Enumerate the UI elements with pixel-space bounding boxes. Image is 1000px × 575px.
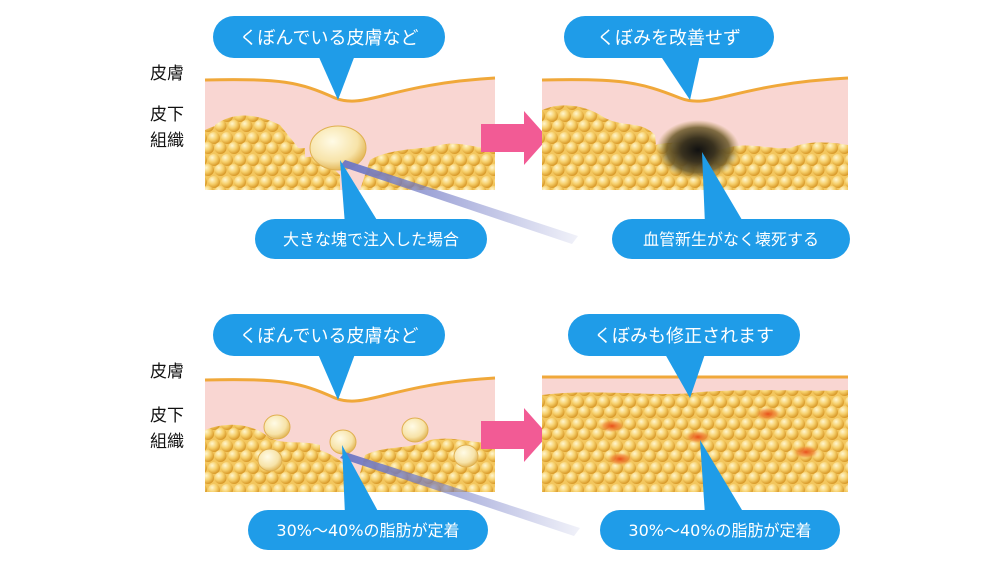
label-skin: 皮膚 xyxy=(150,64,184,84)
injection-needle xyxy=(340,452,580,536)
callout-text: 30%〜40%の脂肪が定着 xyxy=(276,521,459,540)
panel-before-row1 xyxy=(204,76,578,244)
label-subcutaneous-1: 皮下 xyxy=(150,105,184,125)
callout-top-after-row2: くぼみも修正されます xyxy=(568,314,800,398)
callout-text: くぼんでいる皮膚など xyxy=(239,326,418,347)
transition-arrow xyxy=(481,111,548,165)
callout-text: くぼみも修正されます xyxy=(594,326,774,347)
transition-arrow xyxy=(481,408,548,462)
label-subcutaneous-2: 組織 xyxy=(150,432,184,452)
callout-top-before-row2: くぼんでいる皮膚など xyxy=(213,314,445,400)
injection-needle xyxy=(340,160,578,244)
callout-bottom-after-row1: 血管新生がなく壊死する xyxy=(612,152,850,259)
callout-text: くぼんでいる皮膚など xyxy=(239,28,418,49)
callout-bottom-after-row2: 30%〜40%の脂肪が定着 xyxy=(600,440,840,550)
callout-bottom-before-row1: 大きな塊で注入した場合 xyxy=(255,160,487,259)
callout-text: 大きな塊で注入した場合 xyxy=(283,230,459,249)
large-fat-lump xyxy=(309,125,367,171)
label-skin: 皮膚 xyxy=(150,362,184,382)
callout-text: 血管新生がなく壊死する xyxy=(643,230,819,249)
necrosis-spot xyxy=(656,120,740,180)
panel-after-row2 xyxy=(542,375,848,492)
panel-after-row1 xyxy=(541,76,849,190)
callout-top-after-row1: くぼみを改善せず xyxy=(564,16,774,100)
callout-top-before-row1: くぼんでいる皮膚など xyxy=(213,16,445,100)
callout-text: 30%〜40%の脂肪が定着 xyxy=(628,521,811,540)
callout-bottom-before-row2: 30%〜40%の脂肪が定着 xyxy=(248,445,488,550)
label-subcutaneous-2: 組織 xyxy=(150,131,184,151)
callout-text: くぼみを改善せず xyxy=(597,28,741,49)
label-subcutaneous-1: 皮下 xyxy=(150,406,184,426)
